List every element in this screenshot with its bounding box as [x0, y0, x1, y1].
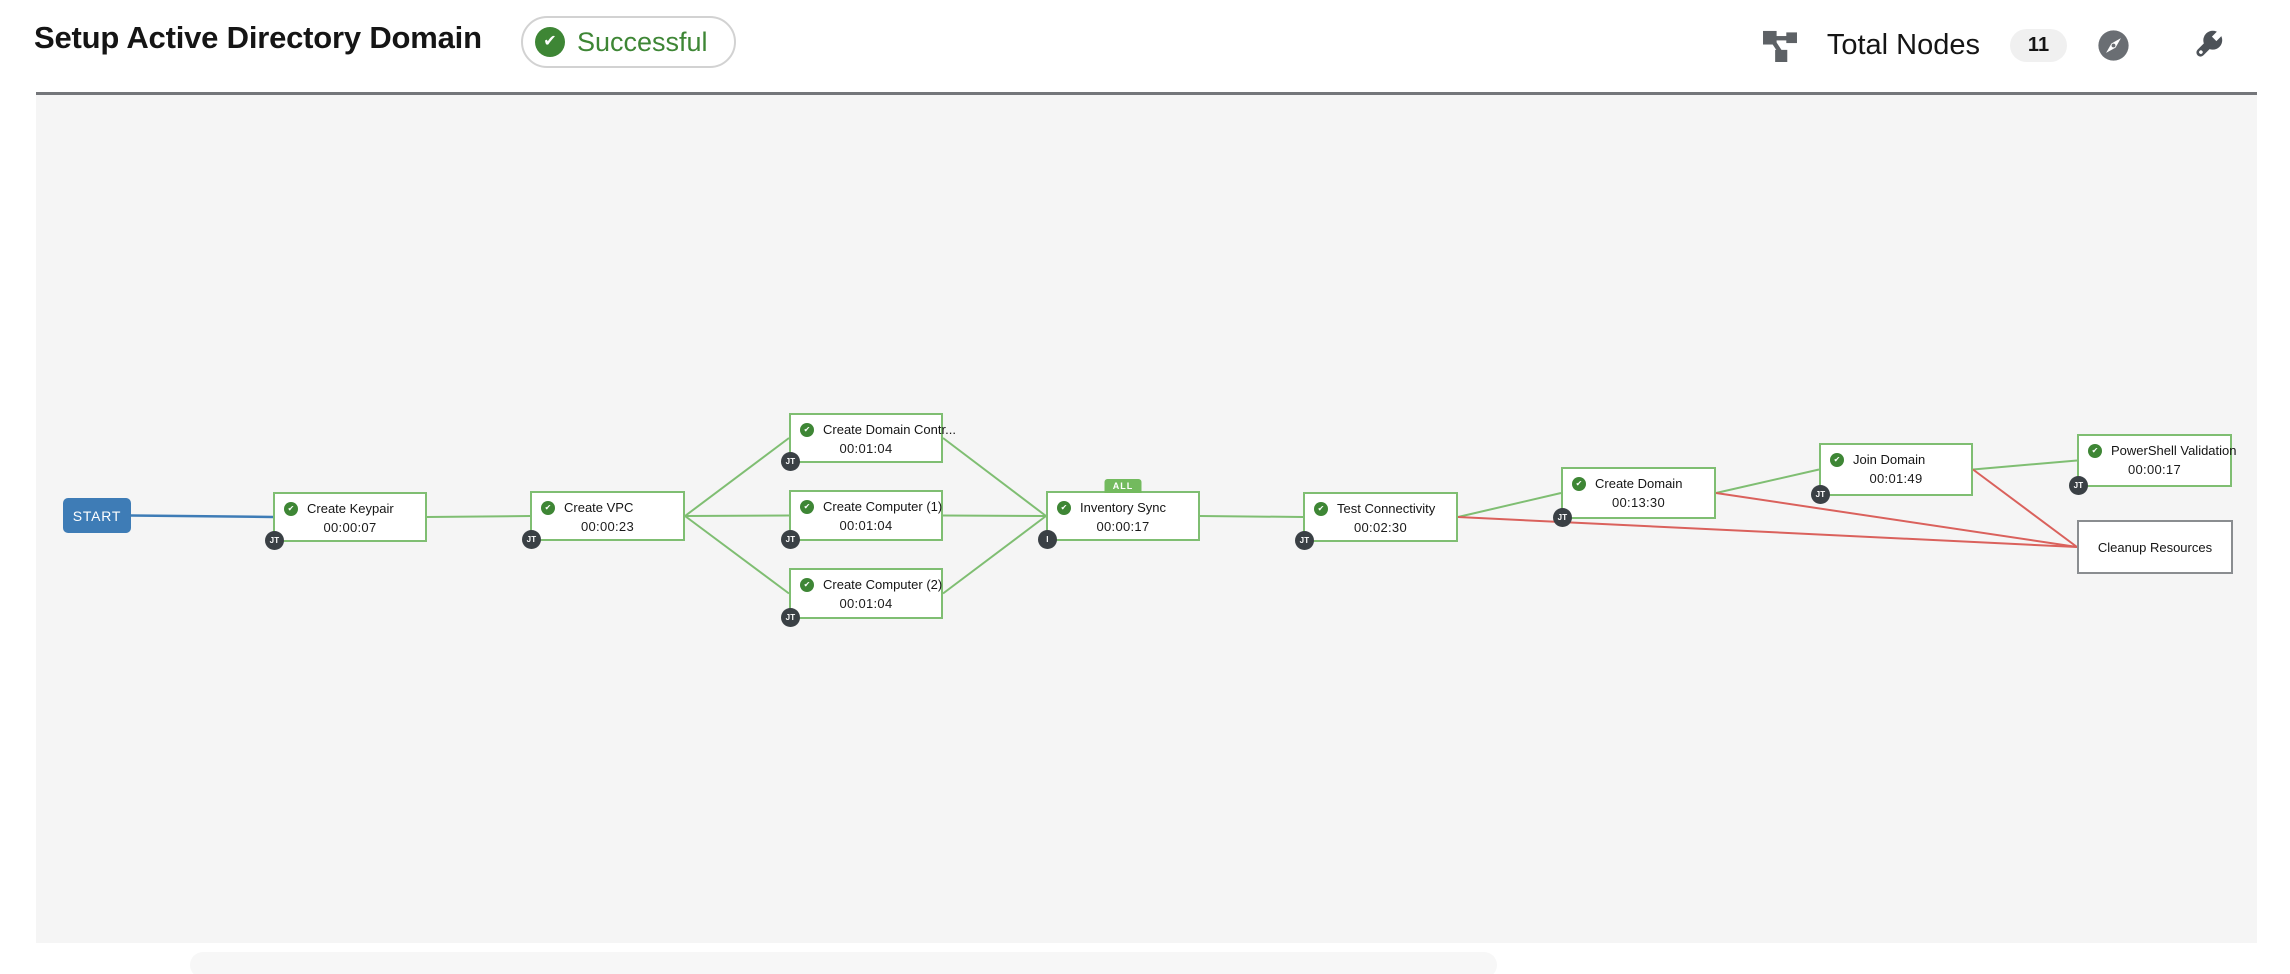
check-circle-icon: ✔ [535, 27, 565, 57]
node-label: Create VPC [564, 500, 634, 515]
horizontal-scrollbar[interactable] [190, 952, 1497, 974]
workflow-link-create_computer_1-inventory_sync[interactable] [942, 514, 1047, 517]
success-check-icon: ✔ [2088, 443, 2102, 458]
workflow-link-create_vpc-create_computer_1[interactable] [684, 514, 790, 517]
node-label: Create Computer (2) [823, 577, 943, 592]
node-type-badge: JT [522, 530, 541, 549]
node-label: Create Computer (1) [823, 499, 943, 514]
workflow-link-create_computer_2-inventory_sync[interactable] [942, 515, 1047, 595]
workflow-link-join_domain-cleanup_resources[interactable] [1972, 468, 2078, 548]
workflow-nodes-icon [1762, 29, 1797, 62]
node-elapsed-time: 00:13:30 [1611, 495, 1665, 510]
workflow-link-inventory_sync-test_connectivity[interactable] [1199, 515, 1304, 518]
total-nodes-count-badge: 11 [2010, 28, 2067, 62]
workflow-link-create_vpc-create_domain_controller[interactable] [684, 437, 790, 517]
workflow-link-create_domain-join_domain[interactable] [1715, 468, 1820, 494]
workflow-link-create_vpc-create_computer_2[interactable] [684, 515, 790, 595]
node-type-badge: JT [781, 452, 800, 471]
legend-compass-button[interactable] [2097, 29, 2130, 62]
node-elapsed-time: 00:00:07 [323, 520, 377, 535]
workflow-link-create_domain_controller-inventory_sync[interactable] [942, 437, 1047, 517]
node-type-badge: JT [781, 530, 800, 549]
success-check-icon: ✔ [800, 422, 814, 437]
node-elapsed-time: 00:01:04 [839, 441, 893, 456]
node-type-badge: I [1038, 530, 1057, 549]
workflow-link-test_connectivity-cleanup_resources[interactable] [1457, 516, 2078, 548]
node-type-badge: JT [2069, 476, 2088, 495]
node-elapsed-time: 00:00:17 [1096, 519, 1150, 534]
node-elapsed-time: 00:01:04 [839, 518, 893, 533]
node-label: Create Domain Contr... [823, 422, 956, 437]
status-badge-label: Successful [577, 26, 708, 57]
node-elapsed-time: 00:02:30 [1353, 520, 1407, 535]
status-badge: ✔ Successful [521, 16, 736, 68]
node-elapsed-time: 00:01:49 [1869, 471, 1923, 486]
node-elapsed-time: 00:01:04 [839, 596, 893, 611]
node-label: Join Domain [1853, 452, 1926, 467]
header-divider [36, 92, 2257, 95]
node-label: Create Domain [1595, 476, 1683, 491]
node-type-badge: JT [265, 531, 284, 550]
workflow-link-test_connectivity-create_domain[interactable] [1457, 492, 1562, 518]
page-header: Setup Active Directory Domain ✔ Successf… [0, 0, 2290, 92]
node-label: PowerShell Validation [2111, 443, 2237, 458]
success-check-icon: ✔ [1830, 452, 1844, 467]
total-nodes-label: Total Nodes [1826, 28, 1980, 61]
success-check-icon: ✔ [1057, 500, 1071, 515]
workflow-link-join_domain-powershell_validation[interactable] [1972, 459, 2078, 471]
tools-wrench-button[interactable] [2190, 27, 2226, 63]
node-type-badge: JT [781, 608, 800, 627]
success-check-icon: ✔ [284, 501, 298, 516]
node-elapsed-time: 00:00:17 [2127, 462, 2181, 477]
success-check-icon: ✔ [800, 577, 814, 592]
node-label: Create Keypair [307, 501, 394, 516]
workflow-link-start-create_keypair[interactable] [130, 514, 274, 519]
all-convergence-badge: ALL [1104, 479, 1142, 493]
workflow-link-create_keypair-create_vpc[interactable] [426, 515, 531, 518]
success-check-icon: ✔ [1572, 476, 1586, 491]
workflow-link-create_domain-cleanup_resources[interactable] [1715, 492, 2078, 548]
header-toolbar: Total Nodes 11 [1762, 24, 2226, 66]
success-check-icon: ✔ [1314, 501, 1328, 516]
workflow-node-start[interactable]: START [63, 498, 131, 533]
node-type-badge: JT [1811, 485, 1830, 504]
node-elapsed-time: 00:00:23 [580, 519, 634, 534]
workflow-node-cleanup_resources[interactable]: Cleanup Resources [2077, 520, 2233, 574]
start-node-label: START [72, 507, 122, 524]
node-label: Cleanup Resources [2097, 539, 2213, 555]
success-check-icon: ✔ [541, 500, 555, 515]
node-label: Inventory Sync [1080, 500, 1166, 515]
success-check-icon: ✔ [800, 499, 814, 514]
node-type-badge: JT [1295, 531, 1314, 550]
node-label: Test Connectivity [1337, 501, 1436, 516]
page-title: Setup Active Directory Domain [34, 20, 482, 55]
node-type-badge: JT [1553, 508, 1572, 527]
